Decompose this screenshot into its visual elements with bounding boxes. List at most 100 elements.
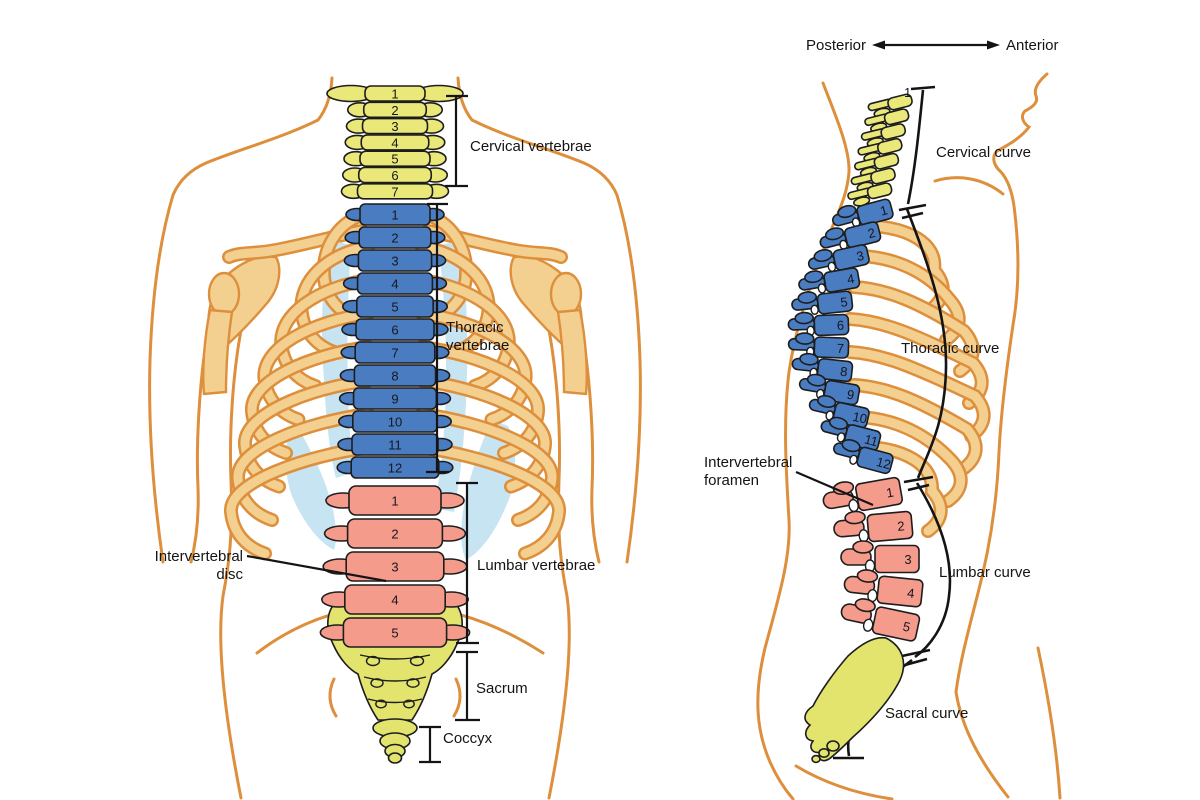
cervical-curve-segment (906, 89, 925, 205)
face-front-outline (954, 72, 1049, 799)
sacral-foramen (403, 699, 415, 709)
transverse-process (837, 204, 857, 219)
intervertebral-foramen-hole (862, 618, 874, 632)
vertebra: 4 (344, 134, 446, 151)
vertebra: 4 (320, 584, 470, 615)
vertebral-body (887, 93, 913, 111)
vertebral-body (356, 183, 434, 200)
intervertebral-foramen-hole (836, 432, 846, 443)
vertebra-number: 6 (391, 323, 398, 338)
label-anterior: Anterior (1006, 37, 1059, 54)
rib (276, 275, 373, 391)
humerus-head-left (207, 271, 241, 317)
sacral-foramen (370, 678, 384, 688)
vertebra-number: 2 (391, 527, 398, 542)
vertebra: 5 (791, 290, 854, 315)
vertebra-number: 3 (855, 248, 865, 264)
label-intervertebral-foramen-line1: Intervertebral (704, 454, 792, 471)
curve-top-cap (910, 85, 936, 91)
vertebra-number: 8 (839, 364, 848, 380)
vertebra: 1 (822, 476, 904, 513)
humerus-shaft-right (556, 308, 588, 396)
vertebra: 2 (833, 510, 914, 543)
vertebral-body (362, 101, 428, 119)
vertebra: 4 (342, 272, 448, 295)
vertebral-body (353, 364, 437, 387)
vertebra-number: 3 (904, 552, 911, 567)
vertebra: 5 (341, 295, 449, 318)
vertebral-body (355, 295, 434, 318)
vertebra-number: 2 (391, 231, 398, 246)
label-intervertebral-foramen-line2: foramen (704, 472, 759, 489)
vertebra: 12 (833, 439, 894, 475)
humerus-shaft-left (202, 308, 234, 396)
rib (417, 443, 564, 558)
vertebra-number: 2 (391, 103, 398, 118)
vertebra: 8 (339, 364, 451, 387)
vertebra: 3 (343, 249, 447, 272)
vertebra: 12 (336, 456, 454, 479)
vertebra-number: 1 (391, 208, 398, 223)
intervertebral-foramen-hole (849, 454, 858, 465)
cervical-bracket (445, 94, 468, 188)
sacral-foramen (409, 655, 425, 667)
arrowhead-right-icon (987, 40, 1000, 50)
shoulder-arm-right (470, 118, 642, 564)
vertebral-body (358, 226, 432, 249)
vertebra: 5 (319, 617, 471, 648)
vertebra-number: 3 (391, 119, 398, 134)
transverse-process (799, 352, 819, 366)
vertebra-number: 1 (878, 202, 889, 218)
label-sacrum: Sacrum (476, 680, 528, 697)
vertebral-body (357, 249, 433, 272)
label-thoracic-curve: Thoracic curve (901, 340, 999, 357)
rib (417, 409, 557, 525)
vertebra: 7 (340, 183, 450, 200)
label-sacral-curve: Sacral curve (885, 705, 968, 722)
vertebra: 8 (791, 352, 854, 383)
vertebra-number: 10 (388, 415, 402, 430)
label-intervertebral-disc-line2: disc (216, 566, 243, 583)
vertebra: 2 (323, 518, 467, 549)
vertebra-number: 12 (875, 454, 893, 472)
lateral-rib-cage (843, 219, 991, 538)
thigh-back-line (794, 764, 894, 800)
vertebra-number: 3 (391, 254, 398, 269)
vertebral-body (880, 123, 907, 141)
vertebral-body (856, 198, 894, 226)
vertebra-number: 9 (391, 392, 398, 407)
label-intervertebral-disc-line1: Intervertebral (155, 548, 243, 565)
vertebral-body (876, 575, 924, 608)
vertebral-body (856, 446, 894, 475)
rib (417, 275, 514, 391)
vertebra-number: 11 (863, 432, 880, 450)
vertebral-body (357, 166, 433, 184)
label-lumbar-vertebrae: Lumbar vertebrae (477, 557, 595, 574)
transverse-process (854, 598, 876, 613)
vertebra-number: 8 (391, 369, 398, 384)
vertebra-number: 7 (391, 346, 398, 361)
label-posterior: Posterior (806, 37, 866, 54)
rib (855, 412, 966, 506)
transverse-process (794, 311, 814, 325)
lumbar-curve-segment (914, 482, 952, 659)
lateral-cervical-column (847, 93, 913, 207)
inner-arm-right (581, 334, 601, 564)
label-cervical-curve: Cervical curve (936, 144, 1031, 161)
vertebral-body (359, 150, 431, 167)
vertebral-body (813, 336, 850, 359)
vertebra: 5 (343, 150, 447, 167)
vertebral-body (843, 221, 882, 249)
coccyx-segment (387, 752, 403, 764)
curve-tick-1 (898, 203, 927, 220)
vertebral-body (356, 272, 434, 295)
vertebra-number: 4 (907, 585, 916, 601)
humerus-head-right (549, 271, 583, 317)
transverse-process (841, 439, 861, 453)
torso-right (545, 318, 571, 800)
intervertebral-foramen-hole (817, 283, 827, 294)
